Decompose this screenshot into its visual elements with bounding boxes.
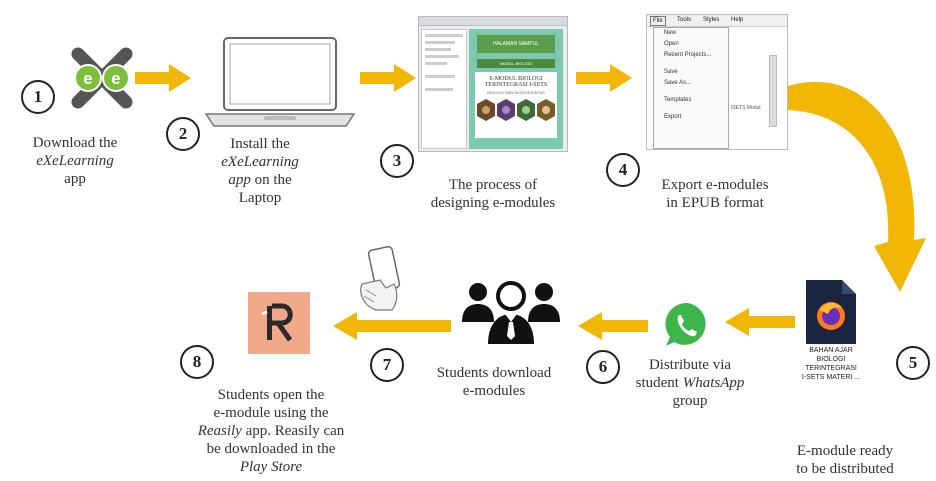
menu-bar: File Tools Styles Help xyxy=(647,15,787,27)
export-menu-screenshot: File Tools Styles Help New Open Recent P… xyxy=(646,14,788,150)
menu-item-open[interactable]: Open xyxy=(664,41,679,47)
exelearning-logo-icon: e e xyxy=(71,47,133,109)
step-number-6: 6 xyxy=(586,350,620,384)
cover-small-text: BIOLOGI DAN BIODIVERSITAS xyxy=(487,90,545,95)
menu-item-export[interactable]: Export xyxy=(664,114,682,120)
step-number-5: 5 xyxy=(896,346,930,380)
step-1-caption: Download the eXeLearning app xyxy=(32,135,118,187)
arrow-4-to-5-curved xyxy=(782,81,926,292)
step-8-caption: Students open the e-module using the Rea… xyxy=(197,387,345,475)
step-number-8: 8 xyxy=(180,345,214,379)
exelearning-logo: e e xyxy=(70,46,134,110)
biology-picture-icon xyxy=(477,99,495,121)
arrow-1-to-2 xyxy=(135,64,191,92)
step-number-7: 7 xyxy=(370,348,404,382)
whatsapp-icon xyxy=(662,300,712,350)
epub-file-icon xyxy=(806,280,856,344)
arrow-3-to-4 xyxy=(576,64,632,92)
menu-item-recent-projects[interactable]: Recent Projects... xyxy=(664,52,712,58)
step-4-caption: Export e-modules in EPUB format xyxy=(661,177,769,211)
cover-subbanner: MODUL BIOLOGI xyxy=(477,59,555,68)
menu-item-templates[interactable]: Templates xyxy=(664,97,692,103)
arrow-6-to-7 xyxy=(578,312,648,340)
menu-help[interactable]: Help xyxy=(731,17,744,23)
step-number-3: 3 xyxy=(380,144,414,178)
laptop-icon xyxy=(200,34,360,134)
students-group-icon xyxy=(462,278,560,344)
step-3-caption: The process of designing e-modules xyxy=(430,177,556,211)
menu-tools[interactable]: Tools xyxy=(677,17,692,23)
menu-item-save-as[interactable]: Save As... xyxy=(664,80,692,86)
export-side-text: ISETS Modul xyxy=(731,105,761,111)
file-dropdown: New Open Recent Projects... Save Save As… xyxy=(653,27,729,149)
svg-text:e: e xyxy=(83,69,92,88)
step-number-1: 1 xyxy=(21,80,55,114)
module-cover-preview: HALAMAN SAMPUL MODUL BIOLOGI E-MODUL BIO… xyxy=(469,29,563,149)
svg-text:e: e xyxy=(111,69,120,88)
cover-banner: HALAMAN SAMPUL xyxy=(477,35,555,53)
design-screenshot: HALAMAN SAMPUL MODUL BIOLOGI E-MODUL BIO… xyxy=(418,16,568,152)
biology-picture-icon xyxy=(537,99,555,121)
step-5-caption: E-module ready to be distributed xyxy=(796,443,894,477)
step-number-2: 2 xyxy=(166,117,200,151)
step-2-caption: Install the eXeLearning app on the Lapto… xyxy=(221,136,299,206)
menu-item-new[interactable]: New xyxy=(664,30,677,36)
arrow-5-to-6 xyxy=(725,308,795,336)
reasily-logo xyxy=(248,292,310,354)
phone-in-hand-icon xyxy=(352,244,412,314)
step-number-4: 4 xyxy=(606,153,640,187)
cover-title-line-1: E-MODUL BIOLOGI xyxy=(489,76,543,82)
epub-file-label: BAHAN AJAR BIOLOGI TERINTEGRASI I-SETS M… xyxy=(801,347,861,381)
step-6-caption: Distribute via student WhatsApp group xyxy=(635,357,745,409)
biology-picture-icon xyxy=(517,99,535,121)
cover-title-line-2: TERINTEGRASI I-SETS xyxy=(484,82,548,88)
editor-sidebar xyxy=(421,29,467,149)
menu-styles[interactable]: Styles xyxy=(703,17,720,23)
arrow-2-to-3 xyxy=(360,64,416,92)
step-7-caption: Students download e-modules xyxy=(436,365,552,399)
scrollbar[interactable] xyxy=(769,55,777,127)
menu-item-save[interactable]: Save xyxy=(664,69,678,75)
menu-file[interactable]: File xyxy=(650,16,666,26)
arrow-7-to-8 xyxy=(333,312,451,340)
biology-picture-icon xyxy=(497,99,515,121)
reasily-logo-icon xyxy=(261,303,293,342)
